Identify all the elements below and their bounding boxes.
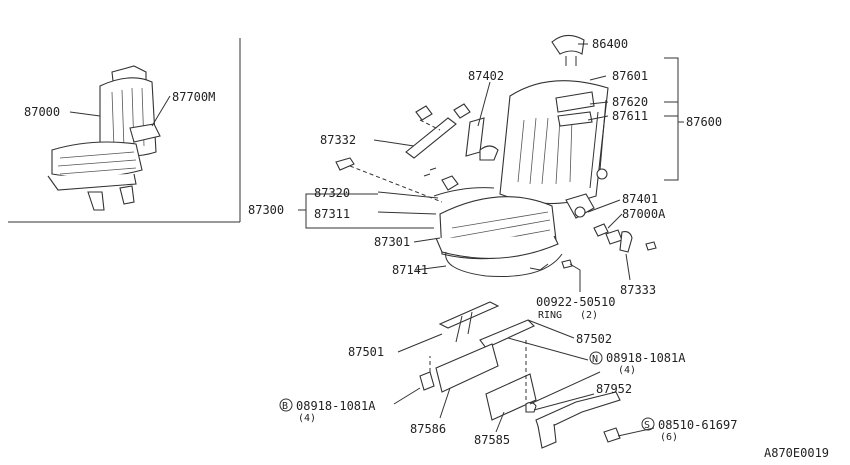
label-87600: 87600 [686, 115, 722, 129]
label-87320: 87320 [314, 186, 350, 200]
label-b-08918-1081a: 08918-1081A [296, 399, 376, 413]
b-badge: B [282, 401, 288, 412]
label-87502: 87502 [576, 332, 612, 346]
bracket-87332 [405, 117, 457, 159]
label-87300: 87300 [248, 203, 284, 217]
label-87620: 87620 [612, 95, 648, 109]
label-87952: 87952 [596, 382, 632, 396]
back-panel-part [555, 91, 595, 113]
label-ring-qty: (2) [580, 310, 598, 321]
label-87611: 87611 [612, 109, 648, 123]
label-00922-50510: 00922-50510 [536, 295, 615, 309]
cover-87333 [619, 231, 633, 253]
b-badge-group: B 08918-1081A (4) [279, 398, 376, 424]
spring-wire-part [445, 251, 563, 277]
label-b-qty: (4) [298, 413, 316, 424]
headrest-part [551, 34, 585, 55]
label-s-08510-61697: 08510-61697 [658, 418, 737, 432]
rails-exploded-view [393, 301, 655, 449]
label-87000a: 87000A [622, 207, 666, 221]
n-badge-group: N 08918-1081A (4) [589, 351, 686, 376]
label-87585: 87585 [474, 433, 510, 447]
label-87402: 87402 [468, 69, 504, 83]
s-badge-group: S 08510-61697 (6) [641, 417, 737, 443]
cover-87585 [485, 373, 537, 421]
label-87332: 87332 [320, 133, 356, 147]
label-86400: 86400 [592, 37, 628, 51]
label-87501: 87501 [348, 345, 384, 359]
cushion-frame-part [435, 235, 559, 259]
label-87141: 87141 [392, 263, 428, 277]
rail-87501 [438, 301, 500, 329]
label-87700m: 87700M [172, 90, 215, 104]
back-pad-part [557, 111, 593, 127]
s-badge: S [644, 420, 650, 431]
seat-exploded-view [298, 34, 684, 292]
label-87311: 87311 [314, 207, 350, 221]
rail-87502 [479, 319, 535, 349]
n-badge: N [592, 354, 598, 365]
label-ring: RING [538, 310, 562, 321]
label-87333: 87333 [620, 283, 656, 297]
label-n-08918-1081a: 08918-1081A [606, 351, 686, 365]
label-87601: 87601 [612, 69, 648, 83]
recliner-part [565, 193, 595, 219]
inset-seat-drawing [47, 65, 161, 211]
label-s-qty: (6) [660, 432, 678, 443]
diagram-id: A870E0019 [764, 446, 829, 460]
label-n-qty: (4) [618, 365, 636, 376]
label-87586: 87586 [410, 422, 446, 436]
label-87401: 87401 [622, 192, 658, 206]
label-87301: 87301 [374, 235, 410, 249]
inset-panel [8, 38, 241, 223]
cover-87586 [435, 343, 499, 393]
label-87000: 87000 [24, 105, 60, 119]
